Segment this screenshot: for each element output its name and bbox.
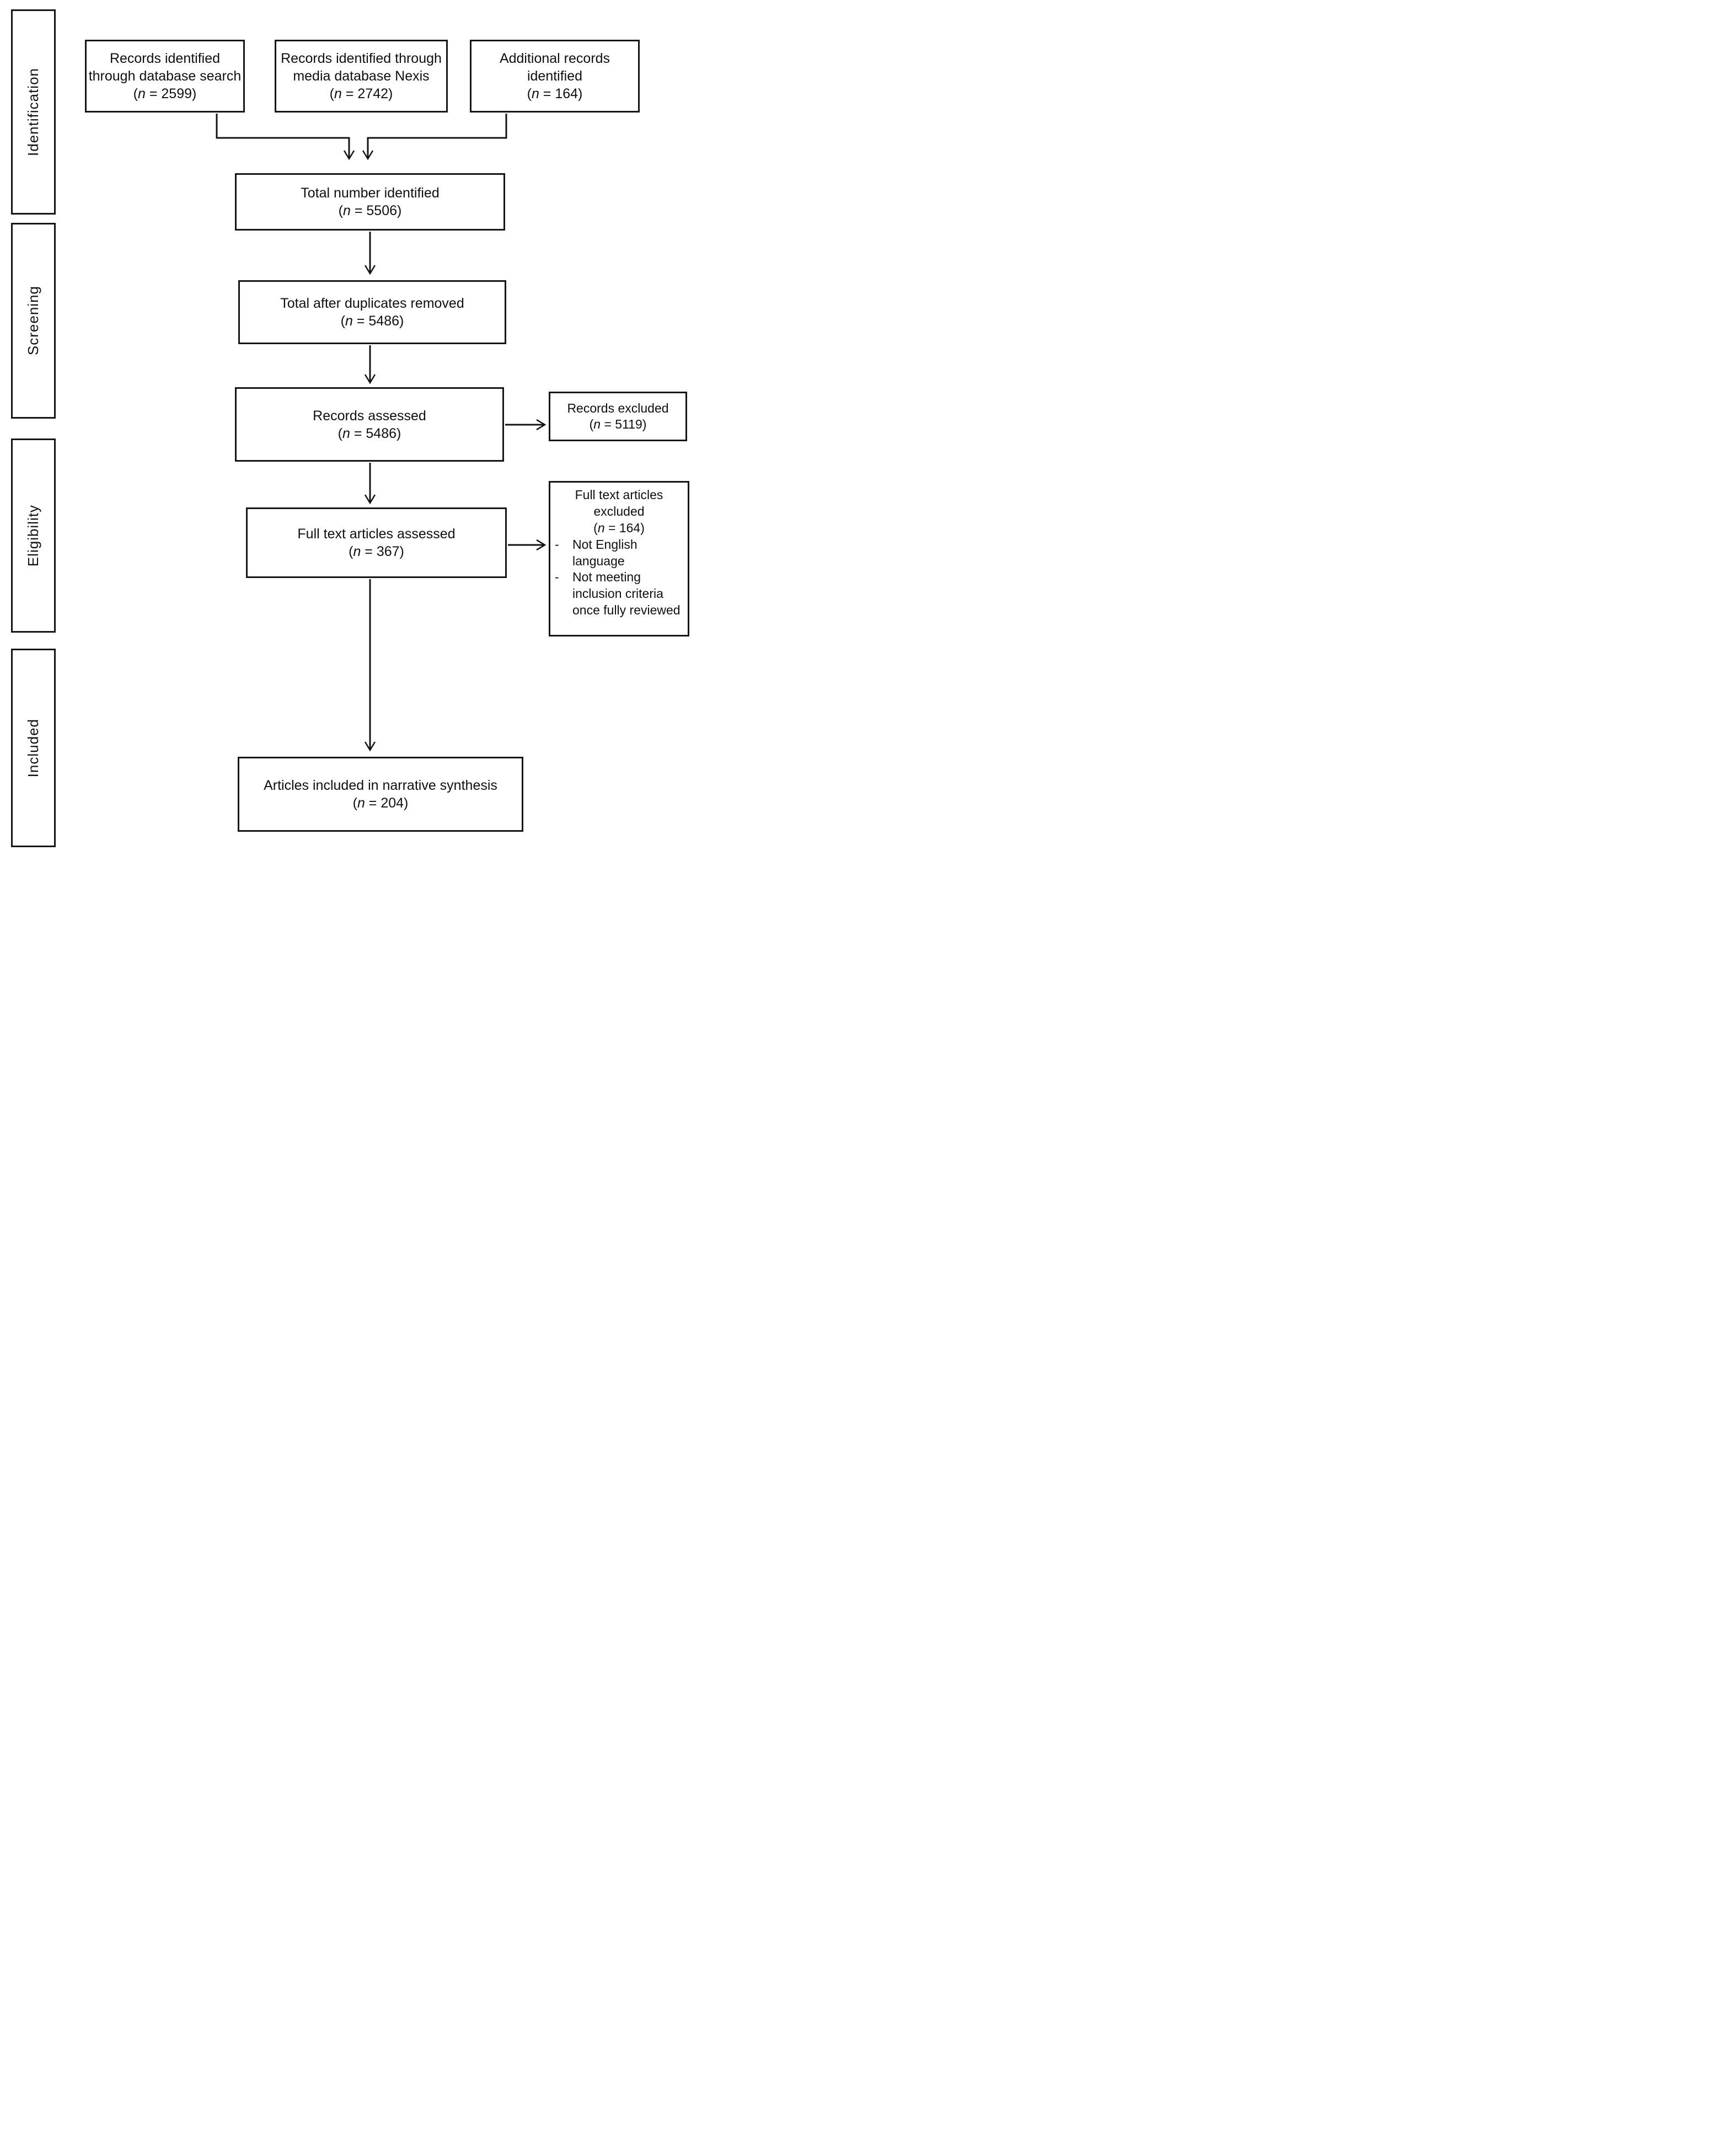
stage-screening: Screening <box>11 223 56 419</box>
count-line: (n = 2599) <box>133 86 197 101</box>
box-records-assessed: Records assessed (n = 5486) <box>235 387 504 462</box>
count-line: (n = 5486) <box>337 425 401 441</box>
box-label: Additional records identified <box>499 51 610 84</box>
connector-db-search-to-total <box>216 114 355 161</box>
connector-assessed-to-fulltext <box>364 463 376 505</box>
exclusion-reason-item: - Not English language <box>550 537 688 570</box>
box-additional-records: Additional records identified (n = 164) <box>470 40 640 113</box>
box-label: Records excluded <box>567 400 669 415</box>
box-records-database-search: Records identified through database sear… <box>85 40 245 113</box>
box-label: Records identified through media databas… <box>281 51 442 84</box>
exclusion-reason-item: - Not meeting inclusion criteria once fu… <box>550 569 688 619</box>
box-label: Full text articles assessed <box>297 526 456 542</box>
box-label: Full text articles excluded <box>575 488 663 518</box>
box-label: Articles included in narrative synthesis <box>264 778 497 793</box>
count-line: (n = 367) <box>349 544 404 559</box>
count-line: (n = 5119) <box>589 417 647 431</box>
box-label: Total after duplicates removed <box>280 296 464 311</box>
connector-assessed-to-records-excluded <box>505 419 546 431</box>
n-symbol: n <box>357 795 365 811</box>
box-label: Total number identified <box>301 185 440 201</box>
n-symbol: n <box>593 417 601 431</box>
bullet-text: Not English language <box>572 537 637 568</box>
n-symbol: n <box>342 425 350 441</box>
stage-label: Identification <box>25 68 41 156</box>
box-fulltext-assessed: Full text articles assessed (n = 367) <box>246 507 507 578</box>
box-total-identified: Total number identified (n = 5506) <box>235 173 505 231</box>
count-line: (n = 5506) <box>338 203 402 218</box>
n-symbol: n <box>345 313 353 329</box>
count-line: (n = 164) <box>593 520 645 535</box>
count-line: (n = 5486) <box>340 313 404 329</box>
box-records-excluded: Records excluded (n = 5119) <box>549 392 687 441</box>
connector-additional-to-total <box>362 114 507 161</box>
bullet-dash: - <box>555 537 559 552</box>
box-label: Records identified through database sear… <box>88 51 242 84</box>
bullet-dash: - <box>555 570 559 585</box>
connector-layer <box>216 114 546 752</box>
connector-total-to-dedup <box>364 232 376 275</box>
box-records-media-nexis: Records identified through media databas… <box>275 40 448 113</box>
n-symbol: n <box>334 86 342 101</box>
bullet-text: Not meeting inclusion criteria once full… <box>572 570 681 618</box>
connector-fulltext-to-included <box>364 579 376 752</box>
stage-eligibility: Eligibility <box>11 438 56 633</box>
n-symbol: n <box>353 544 361 559</box>
stage-label: Included <box>25 718 41 778</box>
connector-fulltext-to-fulltext-excluded <box>508 539 546 551</box>
count-line: (n = 204) <box>352 795 409 811</box>
box-label: Records assessed <box>313 408 426 424</box>
n-symbol: n <box>597 520 605 535</box>
stage-label: Eligibility <box>25 504 41 567</box>
n-symbol: n <box>137 86 146 101</box>
stage-identification: Identification <box>11 9 56 215</box>
count-line: (n = 2742) <box>329 86 393 101</box>
count-line: (n = 164) <box>527 86 583 101</box>
box-after-duplicates-removed: Total after duplicates removed (n = 5486… <box>238 280 506 344</box>
stage-label: Screening <box>25 286 41 356</box>
box-fulltext-excluded: Full text articles excluded (n = 164) - … <box>549 481 689 637</box>
n-symbol: n <box>531 86 539 101</box>
prisma-flow-diagram: Identification Screening Eligibility Inc… <box>0 0 695 860</box>
connector-dedup-to-assessed <box>364 345 376 384</box>
stage-included: Included <box>11 649 56 847</box>
exclusion-reasons-list: - Not English language - Not meeting inc… <box>550 537 688 619</box>
n-symbol: n <box>342 203 351 218</box>
box-articles-included: Articles included in narrative synthesis… <box>238 757 523 832</box>
